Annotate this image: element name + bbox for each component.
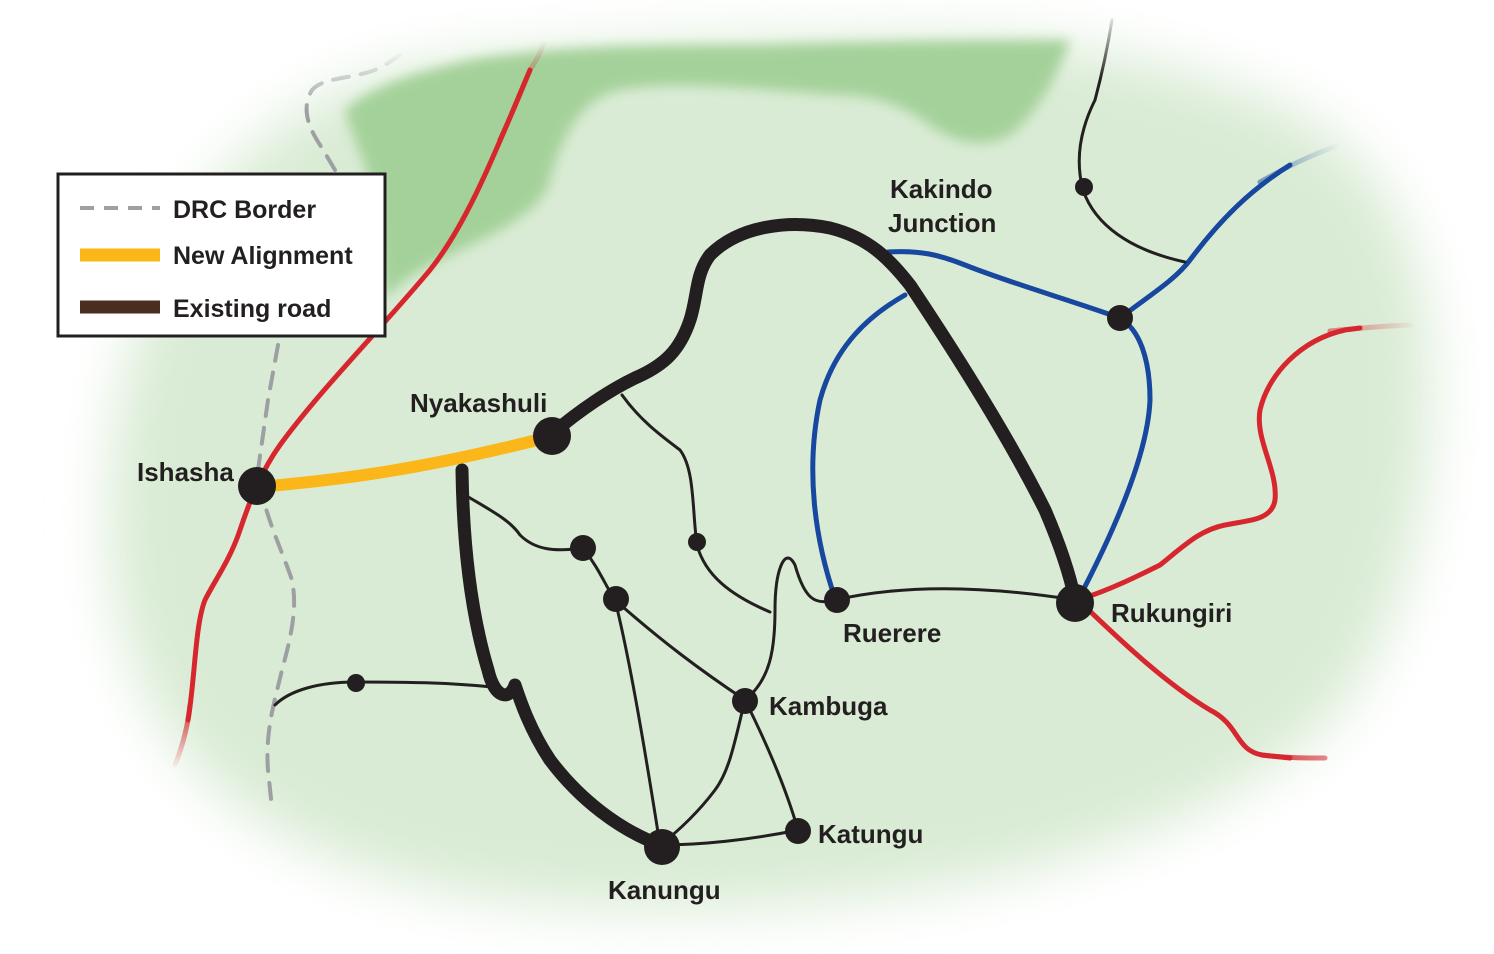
town-dots	[238, 178, 1133, 865]
regional-road-east	[1075, 325, 1363, 603]
local-road-kambuga-katungu	[743, 698, 800, 832]
town-dot-rukungiri[interactable]	[1056, 584, 1094, 622]
regional-road-east-fade	[1327, 322, 1413, 334]
drc-border-line-north	[304, 53, 402, 172]
regional-road-west-north-fade	[497, 37, 548, 143]
legend-label-new-alignment: New Alignment	[173, 242, 353, 270]
drc-border-line	[255, 343, 297, 810]
legend-label-drc-border: DRC Border	[173, 196, 316, 224]
regional-road-southeast	[1075, 597, 1293, 761]
junction-dot-inner-2[interactable]	[603, 586, 629, 612]
junction-dot-small-center[interactable]	[688, 533, 706, 551]
town-dot-ishasha[interactable]	[238, 467, 276, 505]
regional-road-west-south-fade	[172, 702, 193, 768]
local-road-kambuga-ruerere	[743, 556, 1077, 702]
existing-road-kakindo-arc	[546, 218, 1082, 607]
town-dot-ruerere[interactable]	[824, 587, 850, 613]
town-dot-katungu[interactable]	[785, 818, 811, 844]
existing-road-kanungu-link	[455, 463, 667, 852]
local-road-north-fade	[1093, 18, 1114, 102]
label-kambuga: Kambuga	[769, 691, 888, 721]
junction-dot-east[interactable]	[1107, 305, 1133, 331]
blue-road-northeast-fade	[1257, 142, 1343, 185]
local-road-nyakashuli-kambuga	[620, 393, 772, 614]
label-rukungiri: Rukungiri	[1111, 598, 1232, 628]
blue-road-kakindo-loop	[810, 292, 908, 601]
town-labels: Ishasha Nyakashuli Kakindo Junction Ruer…	[137, 174, 1232, 905]
regional-road-west	[185, 67, 533, 723]
legend: DRC Border New Alignment Existing road	[56, 172, 387, 338]
local-road-kambuga-kanungu	[658, 698, 747, 847]
town-dot-nyakashuli[interactable]	[533, 417, 571, 455]
legend-label-existing-road: Existing road	[173, 295, 331, 323]
label-kakindo-line1: Kakindo	[890, 174, 993, 204]
label-kanungu: Kanungu	[608, 875, 721, 905]
label-kakindo-line2: Junction	[888, 208, 996, 238]
town-dot-kambuga[interactable]	[732, 688, 758, 714]
town-dot-kanungu[interactable]	[644, 829, 680, 865]
local-road-inner-south	[613, 598, 662, 847]
new-alignment-road	[257, 430, 555, 493]
junction-dot-inner-1[interactable]	[570, 535, 596, 561]
blue-road-northeast	[1117, 162, 1293, 321]
junction-dot-small-west[interactable]	[347, 674, 365, 692]
junction-dot-small-north[interactable]	[1075, 178, 1093, 196]
label-nyakashuli: Nyakashuli	[410, 388, 547, 418]
forest-area	[345, 40, 1070, 300]
label-ishasha: Ishasha	[137, 457, 234, 487]
regional-road-southeast-fade	[1259, 752, 1328, 761]
land-area	[110, 39, 1430, 909]
label-katungu: Katungu	[818, 819, 923, 849]
label-ruerere: Ruerere	[843, 618, 941, 648]
